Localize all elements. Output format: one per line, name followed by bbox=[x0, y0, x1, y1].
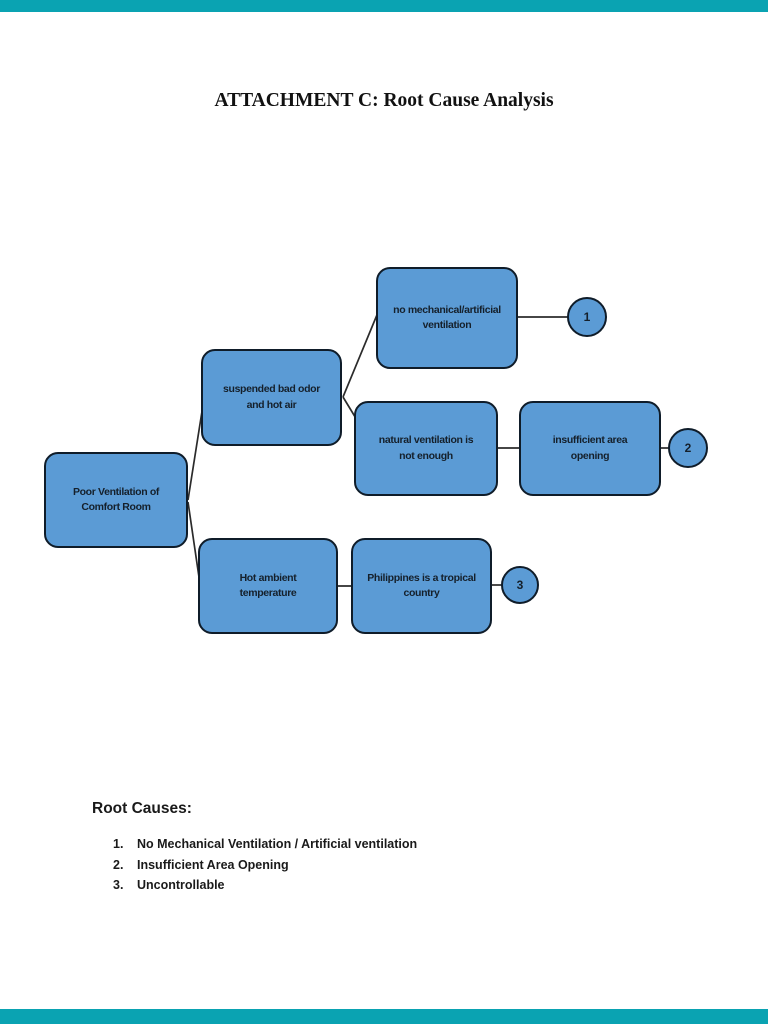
page-title: ATTACHMENT C: Root Cause Analysis bbox=[214, 90, 554, 111]
connector bbox=[342, 309, 380, 398]
endpoint-circle-1: 1 bbox=[567, 297, 607, 337]
list-item: 2. Insufficient Area Opening bbox=[113, 855, 652, 876]
node-insufficient-area-opening: insufficient area opening bbox=[519, 401, 661, 496]
root-causes-list: 1. No Mechanical Ventilation / Artificia… bbox=[113, 834, 652, 896]
node-natural-ventilation: natural ventilation is not enough bbox=[354, 401, 498, 496]
endpoint-number: 1 bbox=[583, 310, 591, 324]
node-philippines-tropical: Philippines is a tropical country bbox=[351, 538, 492, 634]
node-suspended-bad-odor: suspended bad odor and hot air bbox=[201, 349, 342, 446]
root-causes-heading: Root Causes: bbox=[92, 800, 192, 817]
node-label: Philippines is a tropical country bbox=[367, 571, 476, 599]
endpoint-circle-2: 2 bbox=[668, 428, 708, 468]
list-item: 1. No Mechanical Ventilation / Artificia… bbox=[113, 834, 652, 855]
node-label: suspended bad odor and hot air bbox=[223, 383, 320, 411]
list-item-text: Insufficient Area Opening bbox=[137, 857, 289, 872]
root-causes-section: Root Causes: 1. No Mechanical Ventilatio… bbox=[92, 800, 652, 896]
list-item-number: 2. bbox=[113, 857, 124, 872]
node-poor-ventilation: Poor Ventilation of Comfort Room bbox=[44, 452, 188, 548]
viewer-bar-bottom bbox=[0, 1009, 768, 1024]
node-hot-ambient-temperature: Hot ambient temperature bbox=[198, 538, 338, 634]
list-item: 3. Uncontrollable bbox=[113, 875, 652, 896]
viewer-bar-top bbox=[0, 0, 768, 12]
node-label: no mechanical/artificial ventilation bbox=[393, 303, 501, 331]
list-item-text: No Mechanical Ventilation / Artificial v… bbox=[137, 837, 418, 851]
list-item-text: Uncontrollable bbox=[137, 878, 225, 892]
list-item-number: 3. bbox=[113, 878, 124, 892]
endpoint-circle-3: 3 bbox=[501, 566, 539, 604]
endpoint-number: 2 bbox=[684, 441, 692, 455]
list-item-number: 1. bbox=[113, 837, 124, 851]
node-no-mechanical-ventilation: no mechanical/artificial ventilation bbox=[376, 267, 518, 369]
node-label: natural ventilation is not enough bbox=[378, 434, 474, 462]
node-label: Hot ambient temperature bbox=[239, 571, 297, 599]
endpoint-number: 3 bbox=[516, 578, 524, 592]
node-label: Poor Ventilation of Comfort Room bbox=[72, 485, 160, 513]
node-label: insufficient area opening bbox=[552, 434, 628, 462]
